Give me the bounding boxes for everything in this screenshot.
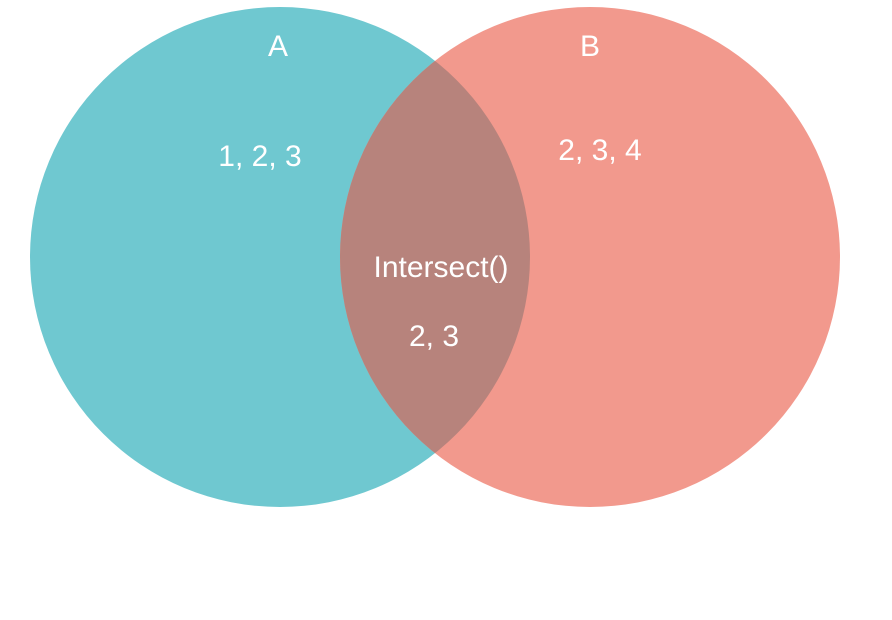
set-b-label: B	[580, 30, 600, 63]
set-b-items: 2, 3, 4	[558, 134, 641, 167]
intersection-items: 2, 3	[409, 320, 459, 353]
intersection-region	[340, 7, 530, 507]
intersection-label: Intersect()	[373, 251, 508, 284]
set-a-label: A	[268, 30, 288, 63]
set-a-items: 1, 2, 3	[218, 140, 301, 173]
